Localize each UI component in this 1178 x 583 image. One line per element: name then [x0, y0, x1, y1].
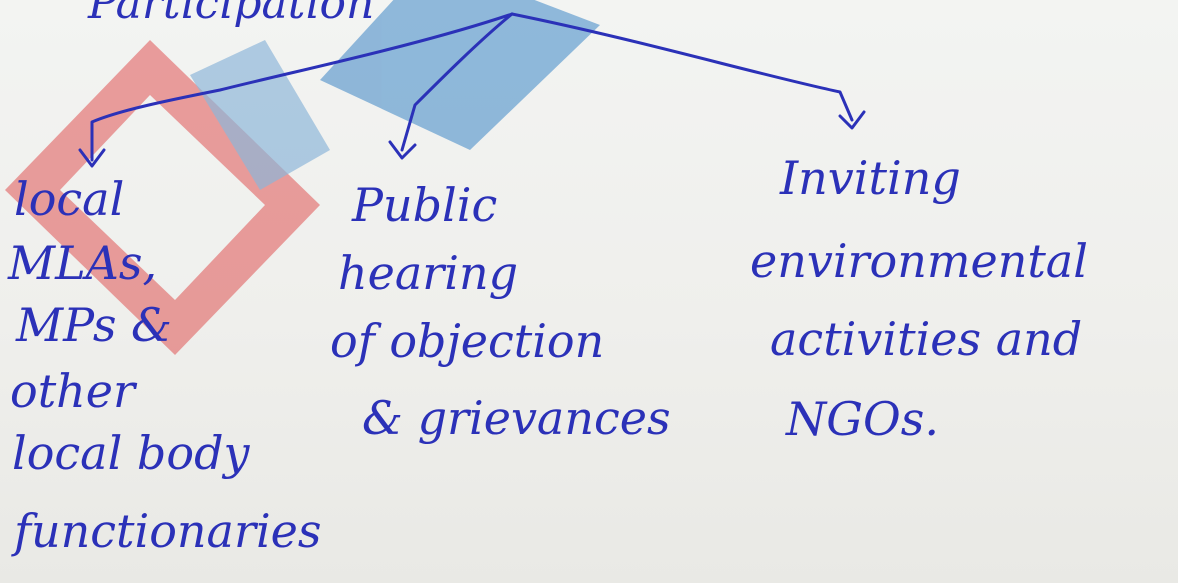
branch-inviting-line-3: activities and — [770, 312, 1083, 366]
branch-public-line-3: of objection — [330, 314, 605, 368]
branch-inviting-line-4: NGOs. — [786, 392, 939, 446]
arrow-to-local — [90, 12, 514, 162]
branch-inviting-line-2: environmental — [750, 234, 1088, 288]
branch-public-line-4: & grievances — [362, 391, 671, 445]
branch-local-line-3: MPs & — [16, 298, 172, 352]
arrow-head-public — [388, 140, 417, 160]
arrow-to-public — [400, 12, 514, 152]
arrow-head-local — [78, 148, 106, 168]
branch-public-line-2: hearing — [338, 246, 519, 300]
arrow-head-inviting — [838, 110, 866, 130]
arrow-to-inviting — [510, 12, 854, 122]
branch-local-line-4: other — [10, 364, 136, 418]
branch-local-line-5: local body — [12, 426, 250, 480]
branch-inviting-line-1: Inviting — [780, 151, 961, 205]
branch-local-line-6: functionaries — [14, 504, 322, 558]
branch-local-line-1: local — [14, 172, 125, 226]
branch-local-line-2: MLAs, — [8, 236, 158, 290]
branch-public-line-1: Public — [352, 178, 498, 232]
root-label: Participation — [88, 0, 375, 29]
